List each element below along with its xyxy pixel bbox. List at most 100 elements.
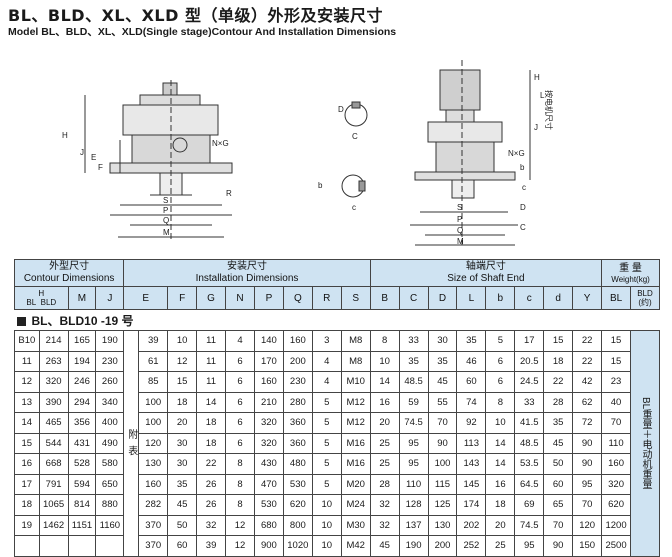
table-cell: 45 bbox=[427, 371, 458, 393]
table-cell: 8 bbox=[369, 330, 400, 352]
table-cell: 18 bbox=[196, 412, 227, 434]
table-cell: 400 bbox=[95, 412, 125, 434]
table-cell: 360 bbox=[282, 412, 313, 434]
table-cell: 11 bbox=[196, 350, 227, 372]
dim-label: C bbox=[520, 223, 526, 232]
dim-label: Q bbox=[163, 216, 169, 225]
table-cell: 5 bbox=[311, 391, 342, 413]
table-cell: 10 bbox=[485, 412, 516, 434]
dim-label: D bbox=[338, 105, 344, 114]
table-cell: 530 bbox=[253, 494, 284, 516]
table-cell: M16 bbox=[340, 453, 371, 475]
table-cell: 137 bbox=[398, 514, 429, 536]
table-cell: 4 bbox=[311, 350, 342, 372]
col-header: C bbox=[398, 286, 429, 310]
table-cell: 11 bbox=[14, 350, 40, 372]
table-cell: 160 bbox=[601, 453, 632, 475]
table-cell: 10 bbox=[311, 514, 342, 536]
dim-label: E bbox=[91, 153, 96, 162]
table-cell: 95 bbox=[514, 535, 545, 557]
table-cell: 1065 bbox=[38, 494, 69, 516]
table-cell: 18 bbox=[14, 494, 40, 516]
col-header: BLD(约) bbox=[630, 286, 660, 310]
table-cell: 50 bbox=[543, 453, 574, 475]
table-cell: 30 bbox=[167, 432, 198, 454]
table-cell: 90 bbox=[572, 453, 603, 475]
table-cell: 145 bbox=[456, 473, 487, 495]
table-cell: 17 bbox=[514, 330, 545, 352]
table-cell: 74 bbox=[456, 391, 487, 413]
table-cell: 6 bbox=[485, 350, 516, 372]
table-cell: 120 bbox=[138, 432, 169, 454]
table-cell: 110 bbox=[601, 432, 632, 454]
square-bullet-icon bbox=[16, 316, 26, 326]
table-cell: 430 bbox=[253, 453, 284, 475]
table-cell: 19 bbox=[14, 514, 40, 536]
table-cell: 32 bbox=[196, 514, 227, 536]
table-cell: 16 bbox=[485, 473, 516, 495]
table-cell: 14 bbox=[369, 371, 400, 393]
table-cell: 110 bbox=[398, 473, 429, 495]
table-cell: M20 bbox=[340, 473, 371, 495]
table-cell: 12 bbox=[225, 535, 255, 557]
dim-label: J bbox=[80, 148, 84, 157]
dim-label: b bbox=[520, 163, 525, 172]
dim-label: Q bbox=[457, 226, 463, 235]
table-cell: 28 bbox=[369, 473, 400, 495]
table-cell: 113 bbox=[456, 432, 487, 454]
table-cell: 13 bbox=[14, 391, 40, 413]
table-cell: 24.5 bbox=[514, 371, 545, 393]
table-cell: 33 bbox=[398, 330, 429, 352]
table-cell: 620 bbox=[601, 494, 632, 516]
dim-label: c bbox=[352, 203, 356, 212]
col-header: R bbox=[311, 286, 342, 310]
table-cell: 1160 bbox=[95, 514, 125, 536]
table-cell: 214 bbox=[38, 330, 69, 352]
dim-label: S bbox=[457, 203, 462, 212]
page-subtitle: Model BL、BLD、XL、XLD(Single stage)Contour… bbox=[8, 26, 397, 38]
table-cell: M10 bbox=[340, 371, 371, 393]
table-cell: 165 bbox=[67, 330, 97, 352]
table-cell: 1151 bbox=[67, 514, 97, 536]
col-header: Y bbox=[572, 286, 603, 310]
col-header: P bbox=[253, 286, 284, 310]
col-header: S bbox=[340, 286, 371, 310]
table-cell: 12 bbox=[167, 350, 198, 372]
table-cell: M12 bbox=[340, 412, 371, 434]
right-reducer-drawing bbox=[410, 60, 531, 246]
table-cell: 190 bbox=[95, 330, 125, 352]
table-cell: 10 bbox=[311, 494, 342, 516]
table-cell: 92 bbox=[456, 412, 487, 434]
table-cell: 190 bbox=[398, 535, 429, 557]
table-cell: 60 bbox=[456, 371, 487, 393]
table-cell: 18 bbox=[196, 432, 227, 454]
table-cell: 530 bbox=[282, 473, 313, 495]
motor-dim-label: 按电机尺寸 bbox=[544, 90, 554, 130]
table-cell: 60 bbox=[167, 535, 198, 557]
table-cell: 814 bbox=[67, 494, 97, 516]
table-cell: 170 bbox=[253, 350, 284, 372]
table-cell: 35 bbox=[543, 412, 574, 434]
dim-label: R bbox=[226, 189, 232, 198]
table-cell: 1462 bbox=[38, 514, 69, 536]
table-cell: 20 bbox=[485, 514, 516, 536]
table-cell: 160 bbox=[138, 473, 169, 495]
table-cell: 39 bbox=[138, 330, 169, 352]
table-cell: 48.5 bbox=[398, 371, 429, 393]
table-cell: 6 bbox=[225, 432, 255, 454]
table-cell: 70 bbox=[543, 514, 574, 536]
table-cell: 70 bbox=[427, 412, 458, 434]
table-cell: 4 bbox=[225, 330, 255, 352]
table-cell: 12 bbox=[225, 514, 255, 536]
table-cell: 5 bbox=[311, 432, 342, 454]
dim-label: M bbox=[457, 237, 464, 246]
table-cell: 15 bbox=[14, 432, 40, 454]
table-cell: 10 bbox=[369, 350, 400, 372]
table-cell: 320 bbox=[253, 432, 284, 454]
